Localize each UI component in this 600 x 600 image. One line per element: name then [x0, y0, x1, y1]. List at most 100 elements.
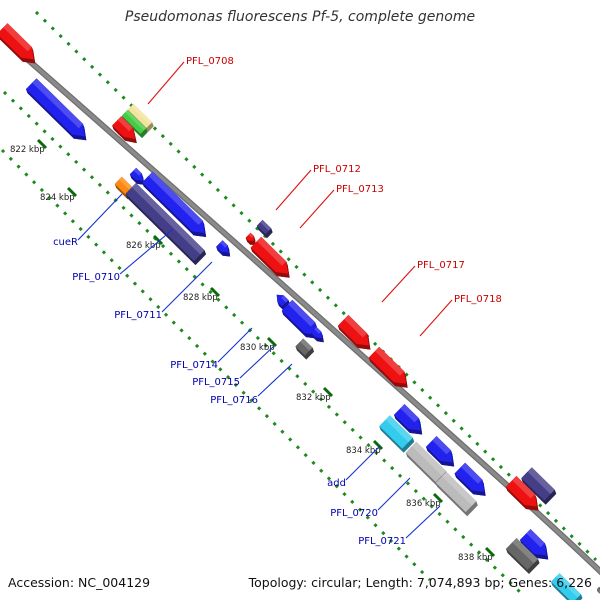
gene-blue-839: [520, 529, 549, 560]
gene-red-0708: [112, 116, 137, 144]
gene-red-right: [505, 476, 539, 511]
gene-blue-small-825-face: [129, 167, 143, 181]
ruler-label: 822 kbp: [10, 145, 45, 155]
ruler-tick: [372, 439, 384, 451]
gene-red-0718-face: [368, 346, 407, 384]
ruler-label: 828 kbp: [183, 293, 218, 303]
gene-blue-PFL0710-face: [142, 171, 205, 233]
gene-red-0713-edge: [286, 261, 290, 278]
leader-line-pfl-0717: [381, 265, 416, 303]
gene-red-0713-edge: [250, 247, 278, 277]
gene-blue-835-highlight: [432, 436, 451, 455]
gene-red-0713-edge: [275, 272, 290, 278]
gene-blue-836-edge: [454, 473, 474, 495]
ruler-label: 830 kbp: [240, 343, 275, 353]
gene-label-pfl-0720: PFL_0720: [330, 508, 378, 519]
gene-blue-PFL0714-highlight: [288, 299, 316, 327]
gene-red-0713: [250, 236, 290, 278]
gene-silver-PFL0721: [435, 471, 478, 517]
gene-gray-839-face: [506, 538, 538, 570]
gene-green-edge: [143, 128, 148, 136]
gene-blue-822-edge: [26, 89, 74, 139]
ruler-tick: [266, 336, 278, 348]
gene-blue-small-829-highlight: [281, 295, 289, 303]
gene-navy-PFL0711-highlight: [131, 183, 205, 255]
gene-navy-right-edge: [521, 478, 546, 505]
leader-line-pfl-0720: [377, 477, 411, 511]
gene-gray-839-edge: [527, 564, 535, 574]
gene-red-0717: [337, 315, 371, 350]
gene-navy-PFL0711-edge: [199, 250, 206, 260]
gene-navy-PFL0711-edge: [125, 193, 196, 265]
gene-orange-cueR-edge: [114, 184, 128, 200]
gene-blue-839-edge: [534, 553, 549, 560]
gene-blue-834: [394, 404, 423, 435]
gene-blue-835: [426, 436, 455, 467]
gene-yellow-edge: [146, 125, 151, 132]
gene-red-top-left: [0, 23, 36, 64]
gene-navy-right: [521, 467, 557, 505]
gene-red-0717-edge: [356, 344, 371, 350]
gene-blue-PFL0710-highlight: [148, 171, 203, 225]
gene-green-edge: [140, 131, 145, 138]
gene-blue-small-PFL0715: [310, 326, 324, 343]
ruler-label: 836 kbp: [406, 499, 441, 509]
gene-blue-small-PFL0715-face: [310, 326, 323, 339]
gene-red-top-left-edge: [31, 47, 36, 64]
leader-line-pfl-0715: [239, 345, 275, 379]
leader-line-pfl-0718: [419, 299, 453, 337]
gene-gray-839-edge: [506, 548, 529, 574]
gene-red-0717-highlight: [344, 315, 367, 338]
leader-line-add: [345, 445, 381, 481]
gene-navy-PFL0711-edge: [194, 255, 201, 265]
gene-green-highlight: [125, 110, 147, 131]
gene-blue-822-face: [26, 78, 85, 137]
gene-blue-PFL0710-edge: [192, 231, 207, 237]
gene-navy-right-edge: [544, 495, 551, 505]
gene-blue-small-PFL0715-edge: [321, 331, 324, 343]
gene-red-0708-edge: [132, 127, 137, 144]
gene-silver-PFL0720-edge: [405, 452, 438, 487]
gene-blue-836-face: [454, 462, 485, 492]
gene-blue-836-highlight: [460, 462, 483, 484]
gene-cyan-add: [379, 415, 415, 453]
gene-blue-PFL0710-edge: [142, 182, 194, 236]
gene-blue-822-highlight: [32, 78, 83, 129]
gene-navy-small-0712-edge: [265, 231, 270, 239]
ruler-label: 824 kbp: [40, 193, 75, 203]
gene-red-top-left-highlight: [3, 23, 32, 52]
gene-silver-PFL0721-edge: [471, 501, 478, 511]
gene-gray-PFL0716-edge: [304, 351, 311, 360]
gene-gray-839-edge: [532, 559, 540, 569]
gene-silver-PFL0721-face: [435, 471, 477, 513]
gene-red-top-left-edge: [21, 57, 36, 64]
gene-gray-PFL0716-face: [295, 338, 313, 356]
gene-silver-PFL0721-highlight: [442, 471, 477, 506]
gene-blue-small-825-highlight: [133, 167, 142, 176]
gene-blue-839-face: [520, 529, 547, 556]
gene-label-pfl-0708: PFL_0708: [186, 56, 234, 67]
ruler-label: 834 kbp: [346, 446, 381, 456]
gene-blue-822-edge: [82, 123, 87, 141]
gene-red-0708-edge: [112, 125, 126, 141]
ruler-label: 838 kbp: [458, 553, 493, 563]
dot-line-inner-1: [2, 90, 522, 594]
gene-red-0708-face: [112, 116, 136, 140]
ruler-label: 826 kbp: [126, 241, 161, 251]
gene-navy-small-0712-edge: [268, 228, 273, 236]
gene-blue-small-825: [129, 167, 145, 185]
gene-label-pfl-0710: PFL_0710: [72, 272, 120, 283]
gene-label-pfl-0712: PFL_0712: [313, 164, 361, 175]
gene-blue-835-edge: [440, 460, 455, 467]
gene-yellow-edge: [149, 122, 154, 130]
gene-blue-small-829: [276, 294, 290, 311]
gene-silver-PFL0720-face: [405, 441, 447, 483]
gene-yellow-face: [127, 104, 153, 128]
gene-label-pfl-0718: PFL_0718: [454, 294, 502, 305]
gene-blue-small-825-edge: [135, 179, 145, 185]
gene-blue-839-edge: [544, 543, 549, 560]
gene-navy-small-0712-edge: [256, 225, 267, 239]
gene-red-0713-highlight: [257, 236, 287, 266]
leader-line-pfl-0711: [161, 261, 213, 313]
